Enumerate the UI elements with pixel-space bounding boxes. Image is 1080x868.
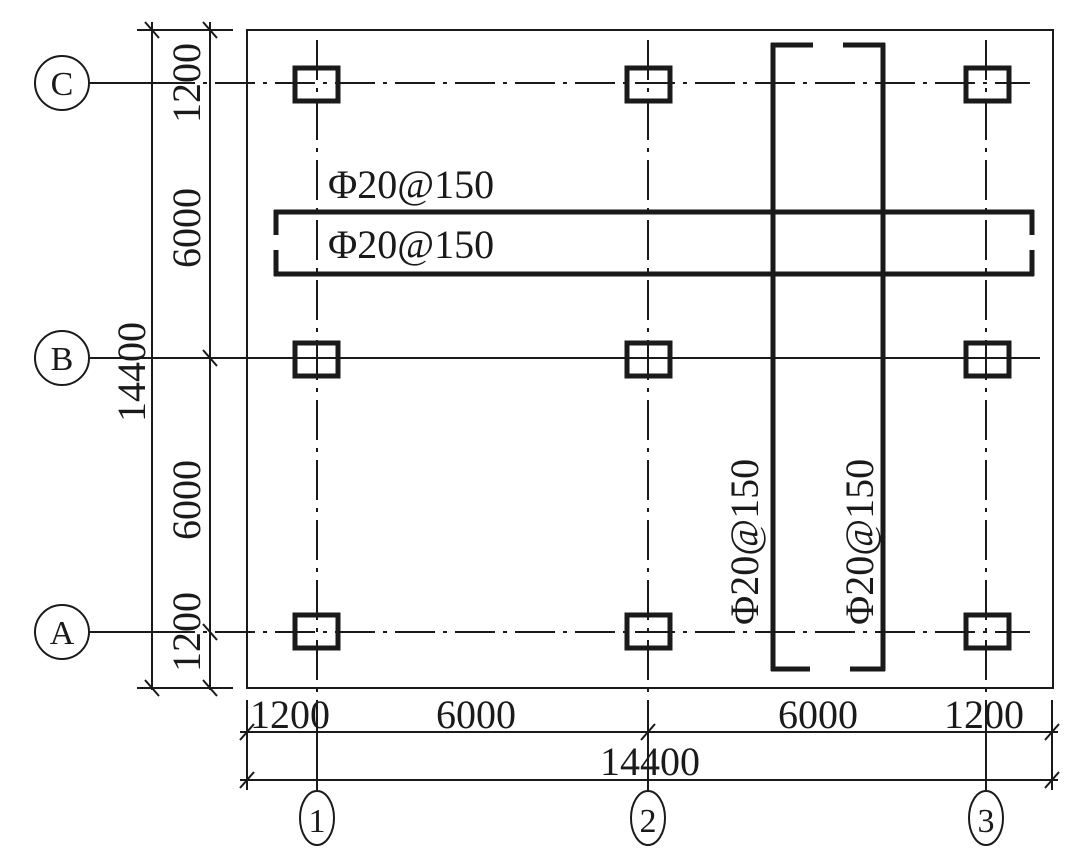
columns xyxy=(292,65,1012,651)
left-dimension-lines xyxy=(137,21,233,697)
svg-text:2: 2 xyxy=(640,803,657,840)
svg-text:C: C xyxy=(51,66,74,103)
svg-text:3: 3 xyxy=(978,803,995,840)
column-b1 xyxy=(292,340,341,379)
column-a3 xyxy=(963,612,1012,651)
column-c1 xyxy=(292,65,341,104)
dim-left-1200-top: 1200 xyxy=(164,43,209,123)
axis-bubble-b: B xyxy=(34,330,90,386)
bottom-dimension-lines xyxy=(239,700,1060,790)
svg-text:B: B xyxy=(51,341,74,378)
dim-left-1200-bottom: 1200 xyxy=(164,592,209,672)
dim-bottom-6000-left: 6000 xyxy=(436,692,516,737)
axis-bubble-2: 2 xyxy=(630,790,666,846)
vertical-rebar-strip xyxy=(770,42,886,672)
axis-bubble-c: C xyxy=(34,55,90,111)
rebar-label-bottom: Φ20@150 xyxy=(328,222,494,267)
rebar-label-vertical-right: Φ20@150 xyxy=(837,459,882,625)
column-c3 xyxy=(963,65,1012,104)
axis-bubble-1: 1 xyxy=(299,790,335,846)
column-b3 xyxy=(963,340,1012,379)
dim-bottom-total: 14400 xyxy=(600,739,700,784)
column-c2 xyxy=(624,65,673,104)
svg-text:A: A xyxy=(50,615,75,652)
svg-text:1: 1 xyxy=(309,803,326,840)
horizontal-rebar-strip xyxy=(273,209,1035,277)
axis-bubble-a: A xyxy=(34,604,90,660)
dim-left-6000-top: 6000 xyxy=(164,188,209,268)
rebar-label-vertical-left: Φ20@150 xyxy=(722,459,767,625)
dim-left-total: 14400 xyxy=(109,322,154,422)
axis-bubble-3: 3 xyxy=(968,790,1004,846)
dim-left-6000-bottom: 6000 xyxy=(164,460,209,540)
dim-bottom-1200-right: 1200 xyxy=(944,692,1024,737)
dim-bottom-6000-right: 6000 xyxy=(778,692,858,737)
column-b2 xyxy=(624,340,673,379)
dim-bottom-1200-left: 1200 xyxy=(250,692,330,737)
column-a2 xyxy=(624,612,673,651)
rebar-label-top: Φ20@150 xyxy=(328,162,494,207)
column-a1 xyxy=(292,612,341,651)
